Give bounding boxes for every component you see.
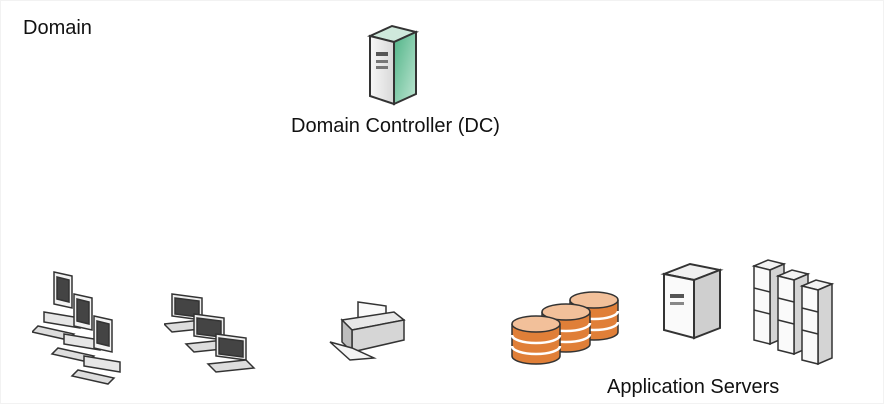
domain-label: Domain [23,17,92,39]
application-server-icon [660,262,724,340]
domain-controller-server-icon [366,24,420,106]
printer-icon [329,301,406,361]
application-servers-label: Application Servers [607,376,780,398]
desktop-computers-icon [32,271,121,385]
domain-boundary [0,0,884,404]
server-rack-icon [751,259,835,366]
laptops-icon [164,293,256,373]
database-cylinders-icon [510,290,620,366]
domain-controller-label: Domain Controller (DC) [291,115,500,137]
